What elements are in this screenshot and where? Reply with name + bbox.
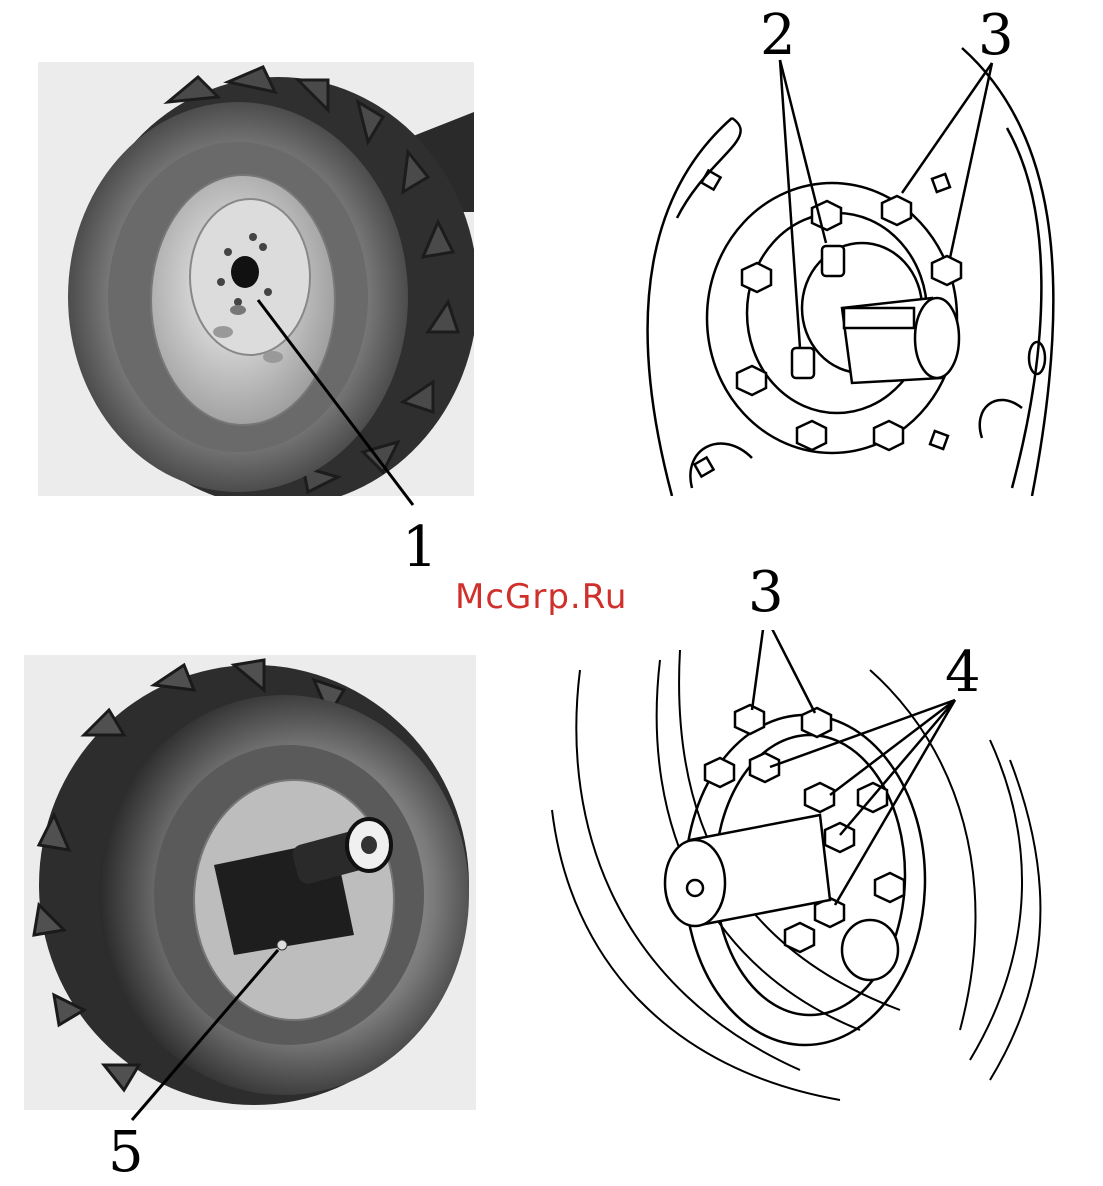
leader-line-1 bbox=[258, 300, 413, 505]
callout-3-top: 3 bbox=[978, 8, 1014, 64]
callout-4: 4 bbox=[945, 645, 981, 701]
leader-line-5 bbox=[132, 950, 278, 1120]
callout-3-bottom: 3 bbox=[748, 565, 784, 621]
callout-5: 5 bbox=[108, 1125, 144, 1181]
callout-1: 1 bbox=[402, 520, 438, 576]
callout-2: 2 bbox=[760, 8, 796, 64]
watermark-text: McGrp.Ru bbox=[455, 577, 627, 617]
